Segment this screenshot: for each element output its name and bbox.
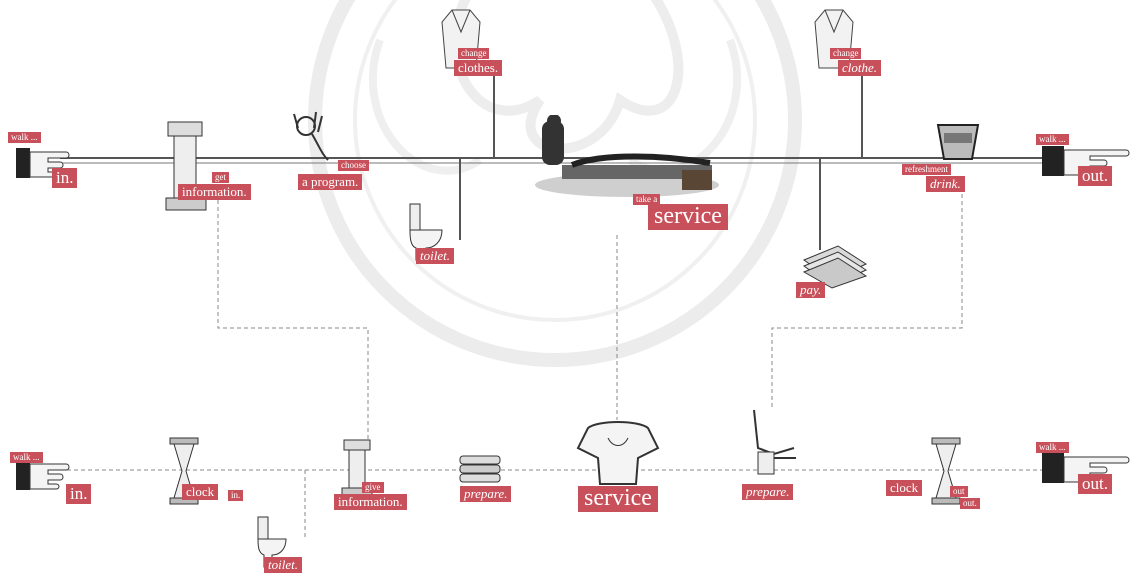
pay-label: pay. bbox=[796, 282, 825, 298]
take-service-label: service bbox=[648, 204, 728, 230]
prepare-label-2: prepare. bbox=[742, 484, 793, 500]
walk-out-small-label: walk ... bbox=[1036, 134, 1069, 145]
change-clothes-small-label: change bbox=[458, 48, 489, 59]
toilet-label: toilet. bbox=[264, 557, 302, 573]
walk-out-label: out. bbox=[1078, 474, 1112, 494]
change-clothes-label: clothes. bbox=[454, 60, 502, 76]
change-clothe-label: clothe. bbox=[838, 60, 881, 76]
clock-out-small-label: out bbox=[950, 486, 968, 497]
drink-glass-icon bbox=[934, 123, 982, 163]
prepare-label: prepare. bbox=[460, 486, 511, 502]
clock-in-label: clock bbox=[182, 484, 218, 500]
massage-scene-icon bbox=[532, 115, 722, 200]
toilet-label: toilet. bbox=[416, 248, 454, 264]
get-information-small-label: get bbox=[212, 172, 229, 183]
get-information-label: information. bbox=[178, 184, 251, 200]
masseur-figure-icon bbox=[568, 418, 668, 490]
refreshment-label: refreshment bbox=[902, 164, 951, 175]
ok-hand-gesture-icon bbox=[284, 108, 332, 163]
drink-label: drink. bbox=[926, 176, 965, 192]
give-information-small-label: give bbox=[362, 482, 384, 493]
walk-out-label: out. bbox=[1078, 166, 1112, 186]
change-clothe-small-label: change bbox=[830, 48, 861, 59]
choose-program-small-label: choose bbox=[338, 160, 369, 171]
give-information-label: information. bbox=[334, 494, 407, 510]
walk-in-label: in. bbox=[52, 168, 77, 188]
walk-in-small-label: walk ... bbox=[10, 452, 43, 463]
walk-in-label: in. bbox=[66, 484, 91, 504]
clock-in-small-label: in. bbox=[228, 490, 243, 501]
walk-in-small-label: walk ... bbox=[8, 132, 41, 143]
folded-towels-icon bbox=[458, 452, 502, 486]
service-label: service bbox=[578, 486, 658, 512]
clock-out-small-label-2: out. bbox=[960, 498, 980, 509]
choose-program-label: a program. bbox=[298, 174, 362, 190]
podium-icon bbox=[162, 120, 210, 215]
clock-out-label: clock bbox=[886, 480, 922, 496]
walk-out-small-label: walk ... bbox=[1036, 442, 1069, 453]
hands-pouring-oil-icon bbox=[744, 408, 800, 480]
